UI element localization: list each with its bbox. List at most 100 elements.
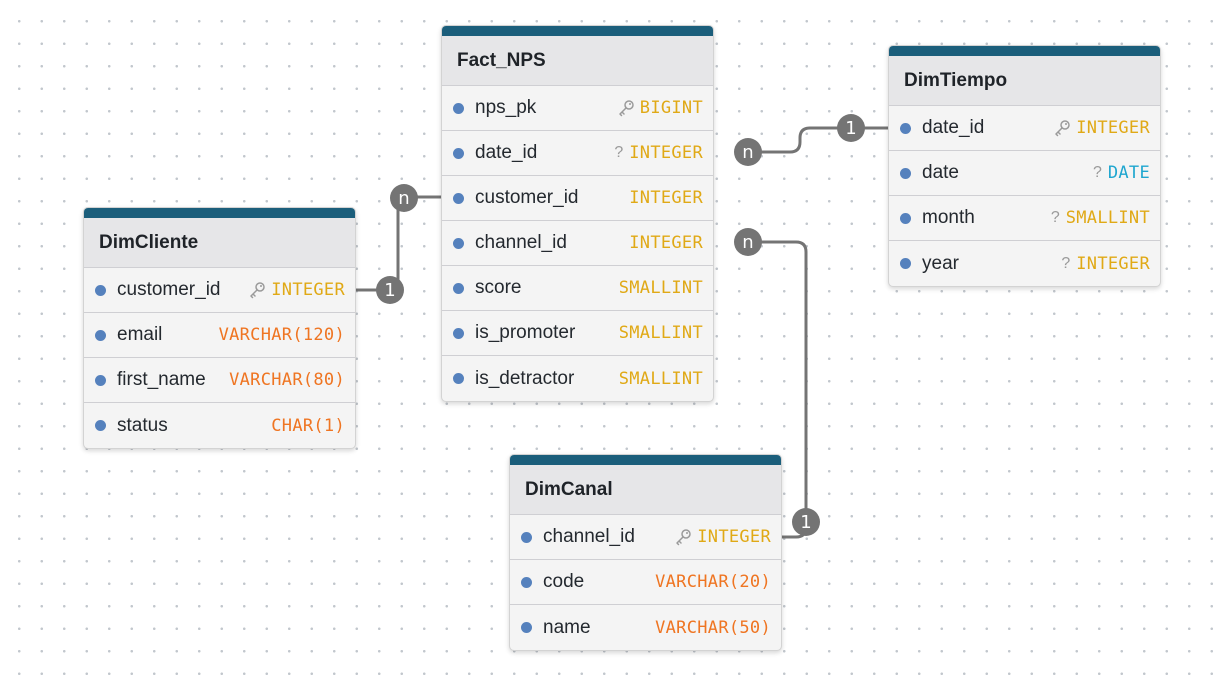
column-dot-icon — [95, 420, 106, 431]
connector-channel-id[interactable] — [758, 240, 808, 539]
column-dot-icon — [453, 237, 464, 249]
column-type: VARCHAR(50) — [655, 617, 771, 638]
column-name: is_detractor — [475, 367, 575, 389]
column-type: INTEGER — [697, 527, 771, 547]
column-name: score — [475, 277, 522, 298]
column-meta: SMALLINT — [619, 369, 703, 389]
column-type: INTEGER — [1076, 253, 1150, 274]
key-icon — [619, 100, 634, 117]
table-header-bar — [442, 26, 713, 36]
column-type: VARCHAR(20) — [655, 572, 771, 592]
column-name: month — [922, 207, 975, 228]
column-row[interactable]: year? INTEGER — [889, 241, 1160, 286]
nullable-icon: ? — [614, 144, 624, 161]
table-header-bar — [510, 455, 781, 465]
nullable-icon: ? — [1050, 209, 1060, 226]
column-row[interactable]: date_id? INTEGER — [442, 131, 713, 176]
key-icon — [676, 529, 691, 546]
column-meta: INTEGER — [1053, 118, 1150, 138]
column-dot-icon — [900, 167, 911, 179]
column-meta: ? SMALLINT — [1051, 208, 1150, 228]
nullable-icon: ? — [1061, 254, 1071, 272]
column-name: first_name — [117, 369, 206, 390]
cardinality-badge-customer-to: 1 — [376, 276, 404, 304]
column-name: customer_id — [475, 187, 579, 208]
connector-date-id[interactable] — [758, 126, 888, 154]
table-title: DimTiempo — [889, 56, 1160, 106]
column-type: INTEGER — [1076, 118, 1150, 138]
column-type: SMALLINT — [618, 278, 703, 298]
column-name: name — [543, 616, 591, 638]
cardinality-badge-date-to: 1 — [837, 114, 865, 142]
cardinality-badge-customer-from: n — [390, 184, 418, 212]
cardinality-badge-channel-to: 1 — [792, 508, 820, 536]
column-row[interactable]: date?DATE — [889, 151, 1160, 196]
column-type: SMALLINT — [1065, 208, 1150, 228]
column-name: is_promoter — [475, 322, 576, 343]
column-name: code — [543, 571, 585, 592]
column-meta: INTEGER — [248, 280, 345, 300]
column-type: INTEGER — [271, 280, 345, 300]
column-name: channel_id — [543, 526, 635, 547]
column-row[interactable]: is_detractor SMALLINT — [442, 356, 713, 401]
column-type: INTEGER — [629, 143, 703, 163]
key-icon — [1055, 120, 1070, 137]
column-dot-icon — [453, 192, 464, 204]
column-type: VARCHAR(120) — [218, 325, 345, 345]
column-type: SMALLINT — [618, 323, 703, 343]
column-meta: VARCHAR(80) — [229, 370, 345, 390]
column-dot-icon — [900, 122, 911, 134]
column-row[interactable]: is_promoter SMALLINT — [442, 311, 713, 356]
table-header-bar — [84, 208, 355, 218]
column-dot-icon — [900, 212, 911, 224]
column-type: VARCHAR(80) — [229, 370, 345, 390]
table-title: DimCliente — [84, 218, 355, 268]
column-name: year — [922, 252, 959, 274]
column-type: INTEGER — [629, 233, 703, 253]
column-type: INTEGER — [629, 188, 703, 208]
column-row[interactable]: nps_pk BIGINT — [442, 86, 713, 131]
connector-customer-id[interactable] — [353, 195, 441, 292]
column-type: BIGINT — [639, 98, 703, 118]
column-meta: SMALLINT — [619, 323, 703, 343]
column-row[interactable]: customer_id INTEGER — [442, 176, 713, 221]
column-name: customer_id — [117, 279, 221, 300]
nullable-icon: ? — [1092, 164, 1102, 181]
column-dot-icon — [453, 102, 464, 114]
column-meta: INTEGER — [629, 188, 703, 208]
column-meta: ? DATE — [1093, 163, 1150, 183]
cardinality-badge-date-from: n — [734, 138, 762, 166]
column-type: DATE — [1107, 163, 1150, 183]
column-row[interactable]: first_name VARCHAR(80) — [84, 358, 355, 403]
column-dot-icon — [95, 284, 106, 296]
column-row[interactable]: score SMALLINT — [442, 266, 713, 311]
column-meta: INTEGER — [629, 233, 703, 253]
column-row[interactable]: name VARCHAR(50) — [510, 605, 781, 650]
column-name: date_id — [475, 142, 538, 163]
column-row[interactable]: code VARCHAR(20) — [510, 560, 781, 605]
column-meta: VARCHAR(20) — [655, 572, 771, 592]
column-dot-icon — [521, 531, 532, 543]
column-dot-icon — [521, 576, 532, 588]
column-meta: INTEGER — [674, 527, 771, 547]
column-dot-icon — [900, 258, 911, 269]
cardinality-badge-channel-from: n — [734, 228, 762, 256]
column-row[interactable]: customer_id INTEGER — [84, 268, 355, 313]
column-row[interactable]: month? SMALLINT — [889, 196, 1160, 241]
column-row[interactable]: channel_id INTEGER — [510, 515, 781, 560]
table-header-bar — [889, 46, 1160, 56]
column-name: nps_pk — [475, 97, 537, 118]
column-type: CHAR(1) — [271, 415, 345, 436]
column-dot-icon — [453, 327, 464, 339]
